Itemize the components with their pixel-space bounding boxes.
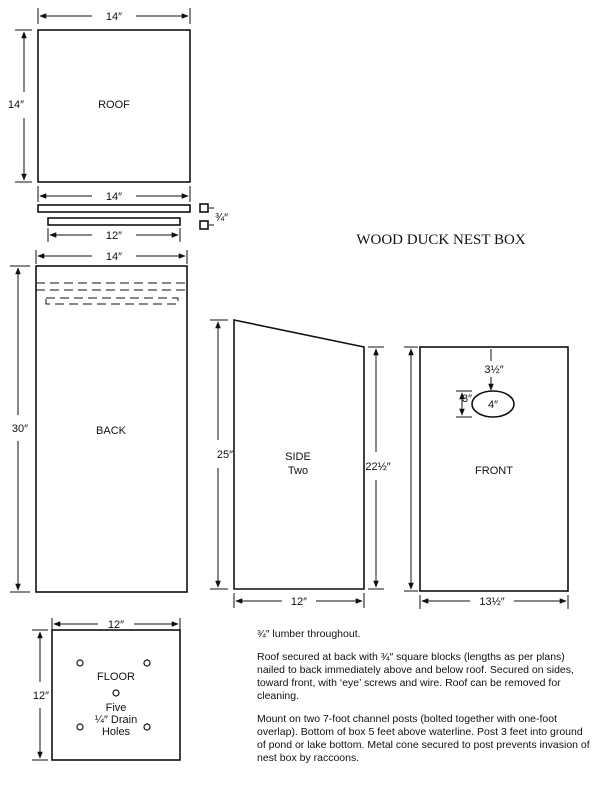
block-short-label: 12″	[106, 230, 122, 242]
construction-notes: ¾″ lumber throughout. Roof secured at ba…	[257, 628, 592, 775]
side-back-height-label: 25″	[217, 449, 233, 461]
side-label: SIDE	[285, 451, 311, 463]
drain-hole	[143, 723, 151, 731]
back-height-label: 30″	[12, 423, 28, 435]
roof-blocks: 14″ 12″ ¾″	[37, 186, 228, 242]
back-width-label: 14″	[106, 251, 122, 263]
hole-offset-label: 3½″	[484, 364, 503, 376]
front-label: FRONT	[475, 465, 513, 477]
front-width-label: 13½″	[479, 596, 504, 608]
back-label: BACK	[96, 425, 127, 437]
hole-height-label: 3″	[462, 393, 472, 405]
floor-width-label: 12″	[108, 619, 124, 631]
front-panel: 3½″ 4″ 3″ FRONT 13½″	[404, 346, 569, 609]
note-mounting: Mount on two 7-foot channel posts (bolte…	[257, 713, 590, 764]
roof-height-label: 14″	[8, 99, 24, 111]
side-width-label: 12″	[291, 596, 307, 608]
side-panel: 25″ SIDE Two 22½″ 12″	[210, 319, 391, 608]
note-lumber: ¾″ lumber throughout.	[257, 628, 361, 640]
roof-width-label: 14″	[106, 11, 122, 23]
back-panel: 14″ 30″ BACK	[10, 250, 188, 593]
block-long-label: 14″	[106, 191, 122, 203]
diagram-title: WOOD DUCK NEST BOX	[356, 232, 525, 248]
floor-holes-line-2: ¼″ Drain	[95, 714, 137, 726]
drain-hole	[112, 689, 120, 697]
floor-label: FLOOR	[97, 671, 135, 683]
floor-holes-line-1: Five	[106, 702, 127, 714]
block-size-label: ¾″	[215, 212, 228, 224]
drain-hole	[143, 659, 151, 667]
side-sublabel: Two	[288, 465, 308, 477]
floor-height-label: 12″	[33, 690, 49, 702]
hole-width-label: 4″	[488, 399, 498, 411]
side-front-height-label: 22½″	[365, 461, 390, 473]
floor-holes-line-3: Holes	[102, 726, 131, 738]
floor-panel: 12″ 12″ FLOOR Five ¼″ Drain Holes	[32, 618, 181, 761]
note-roof: Roof secured at back with ¾″ square bloc…	[257, 651, 574, 702]
drain-hole	[76, 659, 84, 667]
roof-label: ROOF	[98, 99, 130, 111]
entrance-hole	[471, 390, 515, 418]
drain-hole	[76, 723, 84, 731]
roof-panel: 14″ 14″ ROOF	[8, 8, 191, 183]
